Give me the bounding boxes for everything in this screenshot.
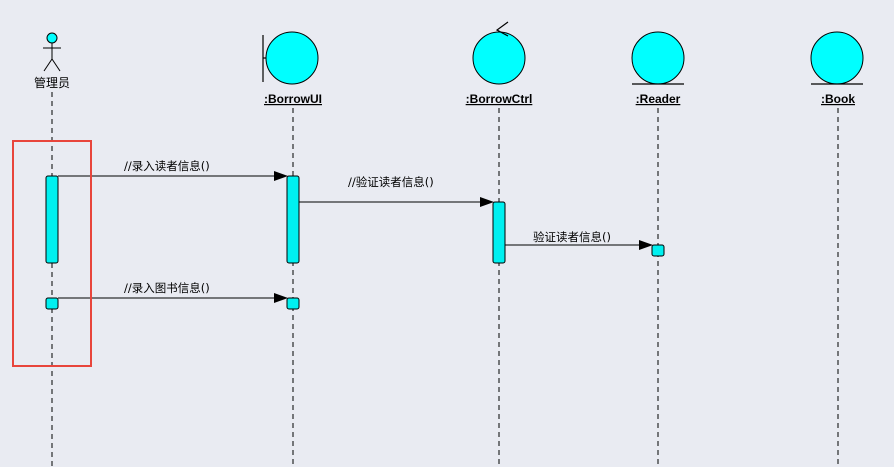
book-label: :Book — [821, 92, 855, 106]
participant-borrow-ui[interactable]: :BorrowUI — [262, 31, 322, 106]
stick-figure-icon — [43, 32, 61, 72]
activation-borrow-ctrl — [492, 201, 506, 264]
reader-label: :Reader — [636, 92, 681, 106]
activation-admin-2 — [45, 297, 59, 310]
participant-book[interactable]: :Book — [810, 31, 864, 106]
activation-borrow-ui-1 — [286, 175, 300, 264]
message-label: //验证读者信息() — [348, 175, 434, 189]
actor-admin-label: 管理员 — [34, 75, 70, 90]
activation-borrow-ui-2 — [286, 297, 300, 310]
borrow-ctrl-label: :BorrowCtrl — [466, 92, 533, 106]
boundary-icon — [262, 31, 319, 85]
message-label: //录入图书信息() — [124, 281, 210, 295]
control-icon — [472, 21, 526, 85]
message-m4[interactable]: //录入图书信息() — [58, 281, 288, 303]
entity-icon — [810, 31, 864, 85]
participant-reader[interactable]: :Reader — [631, 31, 685, 106]
message-label: //录入读者信息() — [124, 159, 210, 173]
message-m2[interactable]: //验证读者信息() — [299, 175, 494, 207]
message-label: 验证读者信息() — [533, 230, 611, 244]
activation-reader — [651, 244, 665, 257]
activation-admin-1 — [45, 175, 59, 264]
entity-icon — [631, 31, 685, 85]
actor-admin[interactable]: 管理员 — [34, 32, 70, 90]
message-m3[interactable]: 验证读者信息() — [505, 230, 653, 250]
highlight-box — [12, 140, 92, 367]
participant-borrow-ctrl[interactable]: :BorrowCtrl — [466, 21, 533, 106]
borrow-ui-label: :BorrowUI — [264, 92, 322, 106]
message-m1[interactable]: //录入读者信息() — [58, 159, 288, 181]
